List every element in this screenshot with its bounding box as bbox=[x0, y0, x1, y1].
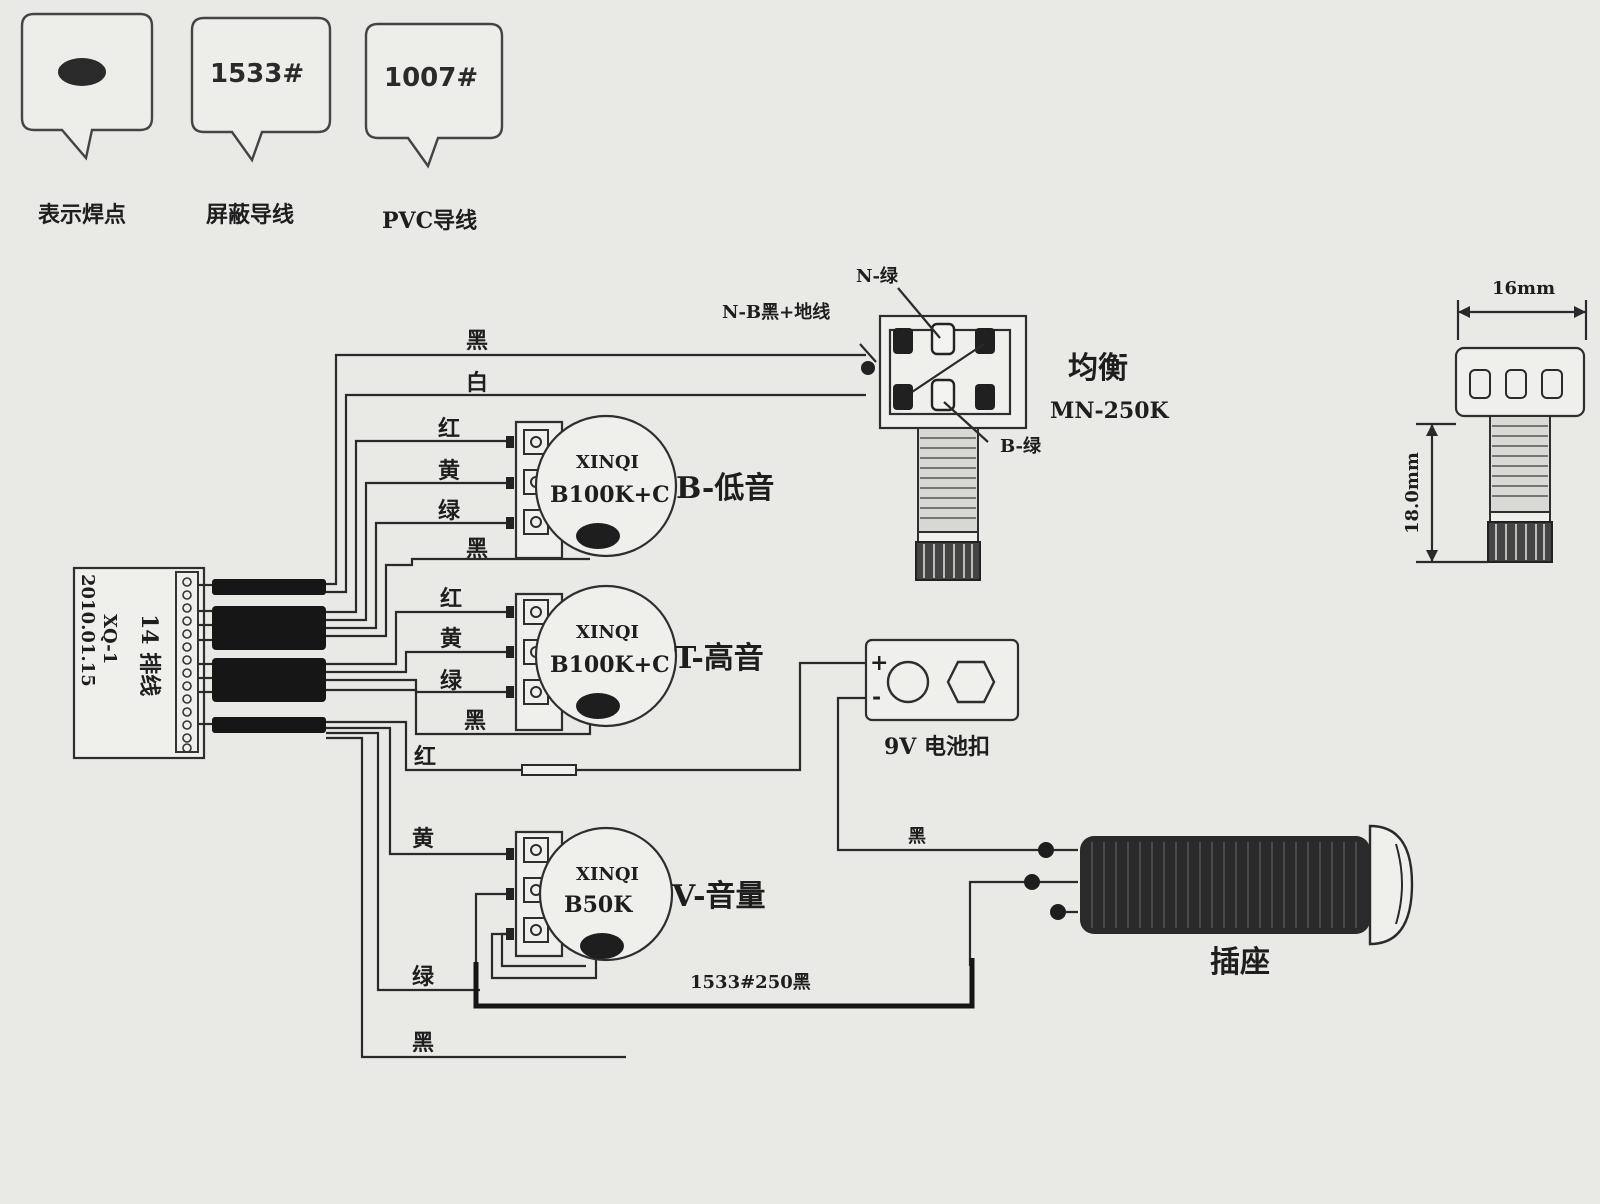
battery-hex-terminal-icon bbox=[946, 660, 996, 704]
wire-label-balance-black: 黑 bbox=[466, 328, 488, 354]
legend-shield-bubble bbox=[190, 16, 332, 163]
legend: 表示焊点 1533# 屏蔽导线 1007# PVC导线 bbox=[20, 12, 504, 234]
wire-label-bass-black: 黑 bbox=[466, 536, 488, 562]
jack-label: 插座 bbox=[1210, 945, 1270, 980]
bass-brand: XINQI bbox=[576, 452, 639, 473]
balance-knurl bbox=[915, 541, 981, 581]
wire-label-shield-cable: 1533#250黑 bbox=[690, 972, 811, 993]
treble-model: B100K+C bbox=[550, 652, 670, 678]
legend-shield-label: 屏蔽导线 bbox=[206, 202, 294, 228]
battery-snap: + - 9V 电池扣 bbox=[864, 638, 1020, 760]
wire-label-jack-black: 黑 bbox=[908, 826, 926, 847]
wire-label-volume-green: 绿 bbox=[412, 964, 435, 990]
dimension-width: 16mm bbox=[1492, 278, 1555, 299]
battery-minus: - bbox=[872, 684, 881, 710]
shield-sleeve-2 bbox=[212, 606, 326, 650]
wire-label-bass-green: 绿 bbox=[438, 498, 461, 524]
legend-pvc-bubble bbox=[364, 22, 504, 169]
shield-sleeve-1 bbox=[212, 579, 326, 595]
bass-solder-icon bbox=[576, 523, 620, 549]
wire-label-volume-yellow: 黄 bbox=[412, 826, 434, 852]
legend-solder-label: 表示焊点 bbox=[38, 202, 126, 228]
balance-model: MN-250K bbox=[1050, 398, 1170, 424]
connector-date: 2010.01.15 bbox=[77, 574, 98, 687]
battery-plus: + bbox=[870, 650, 888, 676]
balance-pot: N-绿 N-B黑+地线 B-绿 均衡 MN-250K bbox=[722, 265, 1170, 581]
balance-pin-n: N-绿 bbox=[856, 265, 899, 287]
legend-shield-code: 1533# bbox=[210, 59, 304, 89]
balance-terminals bbox=[893, 322, 995, 412]
wire-label-balance-white: 白 bbox=[466, 370, 488, 396]
bass-pot: XINQI B100K+C B-低音 bbox=[506, 414, 774, 560]
wire-label-treble-yellow: 黄 bbox=[440, 626, 462, 652]
wire-label-ground-black: 黑 bbox=[412, 1030, 434, 1056]
connector-pins bbox=[182, 577, 192, 753]
legend-pvc-label: PVC导线 bbox=[382, 208, 477, 234]
balance-pin-b: B-绿 bbox=[1000, 435, 1042, 457]
balance-thread bbox=[920, 437, 976, 519]
connector-model: XQ-1 bbox=[99, 614, 120, 664]
connector-title: 14 排线 bbox=[136, 614, 162, 696]
battery-wire-sleeve bbox=[521, 764, 577, 776]
wire-label-bass-red: 红 bbox=[438, 416, 460, 442]
output-jack: 插座 bbox=[1024, 824, 1414, 980]
wire-label-treble-black: 黑 bbox=[464, 708, 486, 734]
battery-label: 9V 电池扣 bbox=[884, 734, 990, 760]
wire-labels: 黑 白 红 黄 绿 黑 红 黄 绿 黑 红 黄 绿 黑 黑 1533#250黑 bbox=[412, 328, 926, 1056]
balance-title: 均衡 bbox=[1068, 351, 1128, 386]
treble-label: T-高音 bbox=[674, 641, 764, 676]
dimension-height: 18.0mm bbox=[1402, 452, 1423, 534]
shield-sleeve-4 bbox=[212, 717, 326, 733]
volume-label: V-音量 bbox=[671, 879, 766, 914]
wire-label-treble-green: 绿 bbox=[440, 668, 463, 694]
bass-model: B100K+C bbox=[550, 482, 670, 508]
volume-model: B50K bbox=[564, 892, 633, 918]
wire-label-battery-red: 红 bbox=[414, 744, 436, 770]
treble-brand: XINQI bbox=[576, 622, 639, 643]
dimension-drawing: 16mm 18.0mm bbox=[1402, 278, 1588, 564]
shield-sleeve-3 bbox=[212, 658, 326, 702]
volume-brand: XINQI bbox=[576, 864, 639, 885]
volume-solder-icon bbox=[580, 933, 624, 959]
balance-pin-nb: N-B黑+地线 bbox=[722, 301, 830, 323]
legend-pvc-code: 1007# bbox=[384, 63, 478, 93]
shield-cable bbox=[473, 958, 975, 1009]
solder-point-icon bbox=[58, 58, 106, 86]
legend-solder-bubble bbox=[20, 12, 154, 161]
wire-label-bass-yellow: 黄 bbox=[438, 458, 460, 484]
wires bbox=[326, 353, 1078, 1059]
volume-pot: XINQI B50K V-音量 bbox=[506, 826, 766, 962]
connector-14pin: 14 排线 XQ-1 2010.01.15 bbox=[72, 566, 326, 760]
wire-label-treble-red: 红 bbox=[440, 586, 462, 612]
treble-pot: XINQI B100K+C T-高音 bbox=[506, 584, 764, 732]
treble-solder-icon bbox=[576, 693, 620, 719]
bass-label: B-低音 bbox=[676, 471, 774, 506]
